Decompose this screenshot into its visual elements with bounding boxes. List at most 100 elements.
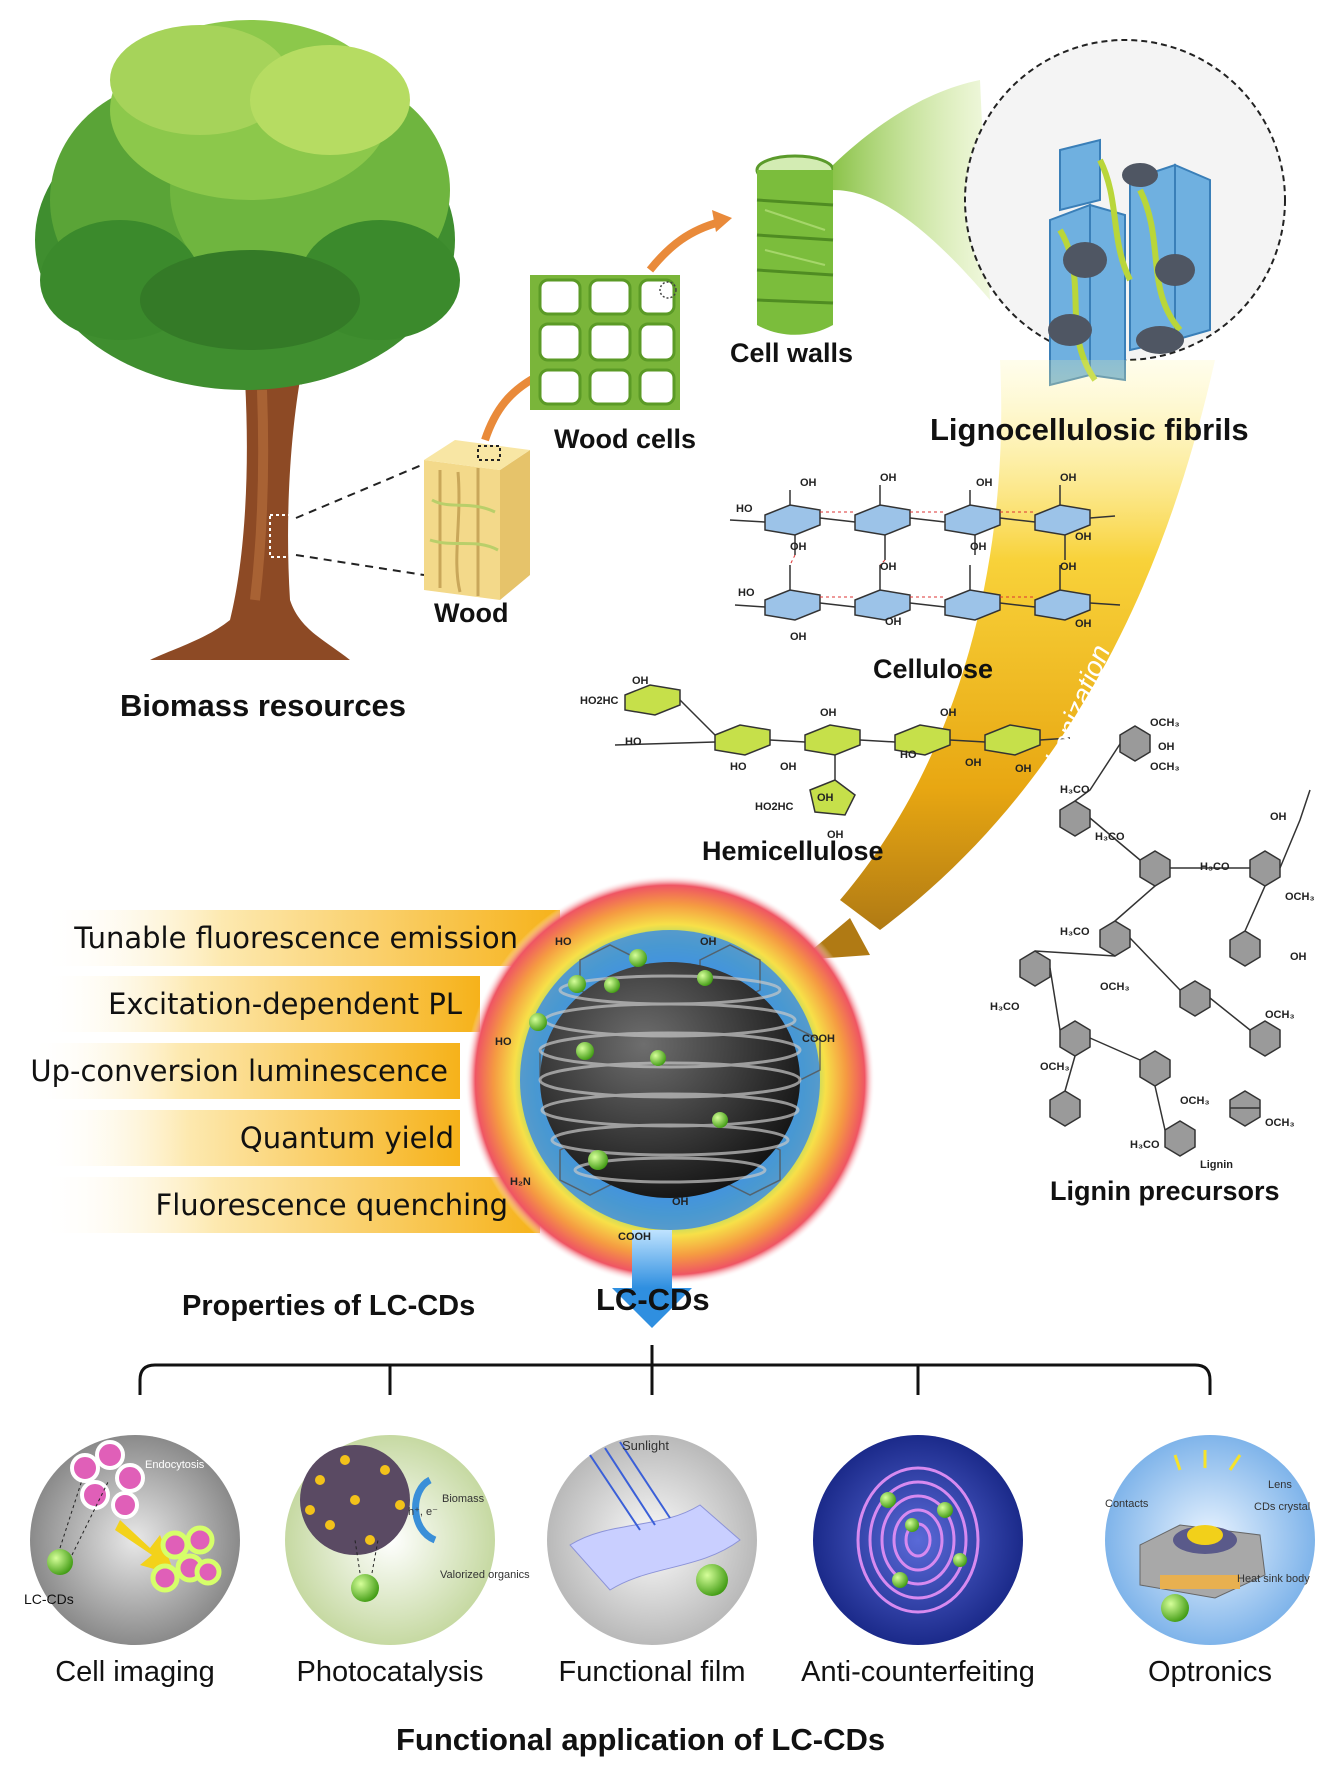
label-lignocellulosic-fibrils: Lignocellulosic fibrils [930,412,1249,447]
label-valorized-small: Valorized organics [440,1569,530,1581]
chem-oh-3: OH [976,477,993,489]
chem-oh-18: OH [1015,763,1032,775]
chem-ho-4: HO [730,761,747,773]
property-tunable-fluorescence: Tunable fluorescence emission [74,921,518,955]
label-contacts-small: Contacts [1105,1498,1149,1510]
label-lccds-small: LC-CDs [24,1591,74,1607]
label-lc-cds: LC-CDs [596,1282,710,1317]
chem-oh-11: OH [885,616,902,628]
chem-ho2hc-1: HO2HC [580,695,619,707]
chem-oh-10: OH [790,631,807,643]
label-biomass-resources: Biomass resources [120,688,407,723]
chem-ho-2: HO [738,587,755,599]
label-applications-title: Functional application of LC-CDs [396,1722,886,1757]
chem-oh-5: OH [790,541,807,553]
chem-och3-6: OCH₃ [1040,1061,1070,1073]
chem-h3co-2: H₃CO [1095,831,1125,843]
chem-och3-5: OCH₃ [1265,1009,1295,1021]
tree-illustration [35,20,460,660]
cell-walls-illustration [755,154,835,335]
chem-oh-14: OH [820,707,837,719]
cellulose-structure [764,504,1091,621]
app-circle-photocatalysis [285,1435,495,1645]
chem-oh-22: OH [1270,811,1287,823]
chem-oh-16: OH [780,761,797,773]
chem-ho-1: HO [736,503,753,515]
label-properties-title: Properties of LC-CDs [182,1290,476,1322]
chem-h3co-3: H₃CO [1200,861,1230,873]
chem-oh-23: OH [1290,951,1307,963]
app-circle-optronics [1105,1435,1315,1645]
chem-och3-2: OCH₃ [1150,761,1180,773]
chem-oh-8: OH [880,561,897,573]
property-excitation-dependent: Excitation-dependent PL [108,987,462,1021]
chem-h3co-6: H₃CO [1130,1139,1160,1151]
label-heatsink-small: Heat sink body [1237,1573,1310,1585]
chem-ho-5: HO [900,749,917,761]
label-sunlight-small: Sunlight [622,1438,669,1453]
chem-labels: OH OH OH OH HO OH OH OH OH OH HO OH OH O… [495,472,1315,1243]
app-circle-cell-imaging [30,1435,240,1645]
callout-line-bottom [295,554,425,576]
chem-oh-7: OH [1075,531,1092,543]
label-lens-small: Lens [1268,1479,1292,1491]
chem-lignin-tail: Lignin [1200,1159,1233,1171]
chem-h2n-sphere: H₂N [510,1176,531,1188]
chem-oh-19: OH [817,792,834,804]
label-he-small: h⁺, e⁻ [408,1506,438,1518]
app-label-optronics: Optronics [1147,1656,1273,1688]
label-wood: Wood [434,598,509,628]
chem-ho-3: HO [625,736,642,748]
chem-och3-4: OCH₃ [1100,981,1130,993]
chem-oh-sphere-1: OH [700,936,717,948]
callout-line-top [295,463,425,519]
chem-oh-17: OH [965,757,982,769]
label-wood-cells: Wood cells [554,424,697,454]
chem-och3-7: OCH₃ [1180,1095,1210,1107]
label-lignin-precursors: Lignin precursors [1050,1176,1280,1206]
lignin-bonds [1034,743,1311,1131]
chem-oh-6: OH [970,541,987,553]
blue-down-arrow [612,1230,692,1328]
chem-oh-2: OH [880,472,897,484]
label-cdscrystal-small: CDs crystal [1254,1501,1310,1513]
orange-arrow-cells-to-walls [646,210,732,273]
property-quantum-yield: Quantum yield [239,1121,454,1155]
lc-cd-sphere [465,875,875,1285]
chem-oh-12: OH [1075,618,1092,630]
chem-ho2hc-2: HO2HC [755,801,794,813]
lignin-structure [1019,725,1281,1157]
label-endocytosis: Endocytosis [145,1459,205,1471]
app-label-functional-film: Functional film [558,1656,746,1688]
chem-oh-1: OH [800,477,817,489]
cellulose-bonds [729,485,1121,608]
chem-oh-sphere-2: OH [672,1196,689,1208]
app-label-cell-imaging: Cell imaging [55,1656,215,1688]
chem-ho-sphere-1: HO [555,936,572,948]
chem-och3-1: OCH₃ [1150,717,1180,729]
app-label-anti-counterfeiting: Anti-counterfeiting [801,1656,1035,1688]
chem-oh-20: OH [827,829,844,841]
app-inner-labels: Endocytosis LC-CDs Biomass h⁺, e⁻ Valori… [24,1438,1310,1607]
chem-cooh-sphere-1: COOH [802,1033,835,1045]
green-zoom-funnel [833,80,990,300]
decomposition-funnel [840,360,1215,930]
app-circle-anti-counterfeiting [813,1435,1023,1645]
chem-och3-8: OCH₃ [1265,1117,1295,1129]
hemicellulose-structure [614,684,1071,816]
application-bracket [138,1345,1212,1395]
label-hemicellulose: Hemicellulose [702,836,884,866]
label-cell-walls: Cell walls [730,338,854,368]
label-biomass-small: Biomass [442,1493,485,1505]
chem-oh-15: OH [940,707,957,719]
hydrogen-bonds [789,511,1035,598]
chem-ho-sphere-2: HO [495,1036,512,1048]
fibrils-circle [964,39,1286,387]
chem-cooh-sphere-2: COOH [618,1231,651,1243]
label-cellulose: Cellulose [873,654,994,684]
chem-oh-9: OH [1060,561,1077,573]
chem-oh-4: OH [1060,472,1077,484]
property-fluorescence-quenching: Fluorescence quenching [155,1188,508,1222]
property-up-conversion: Up-conversion luminescence [30,1054,448,1088]
